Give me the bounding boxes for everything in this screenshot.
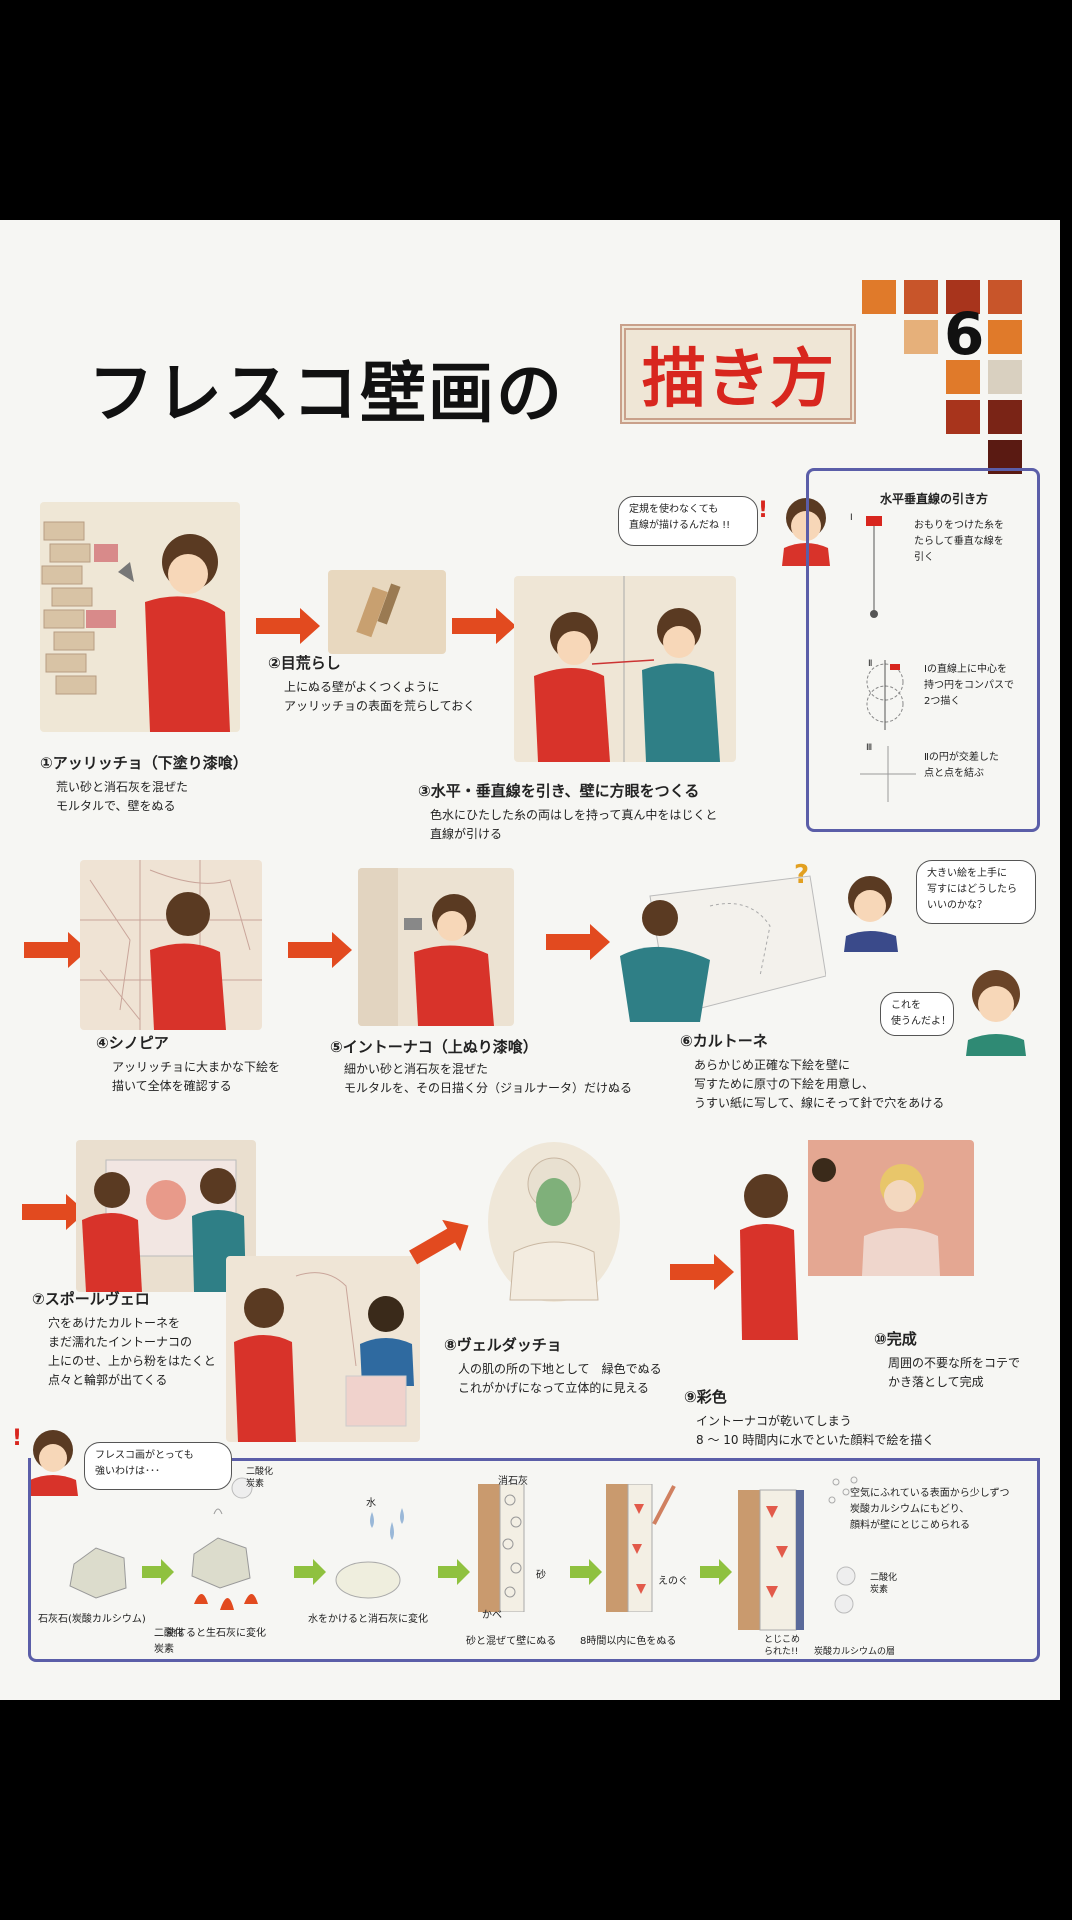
chem-co2-label-2: 二酸化 炭素 xyxy=(870,1573,898,1595)
chem-co2-label: 二酸化 炭素 xyxy=(246,1467,274,1489)
speech-bubble-strong: フレスコ画がとっても 強いわけは･･･ xyxy=(84,1442,232,1490)
wall-sand-icon xyxy=(478,1484,525,1612)
step7-text: 穴をあけたカルトーネを まだ濡れたイントーナコの 上にのせ、上から粉をはたくと … xyxy=(48,1316,216,1387)
numeral-iii: Ⅲ xyxy=(866,743,873,753)
step1-label: ①アッリッチョ（下塗り漆喰） xyxy=(40,754,248,772)
arrow-2-3 xyxy=(452,608,516,644)
chemistry-panel-top-border xyxy=(232,1458,1040,1461)
step6-text: あらかじめ正確な下絵を壁に 写すために原寸の下絵を用意し、 うすい紙に写して、線… xyxy=(694,1058,945,1110)
girl-explaining-icon xyxy=(28,1430,78,1496)
chem-sand-label: 砂 xyxy=(536,1570,546,1581)
compass-circles-icon xyxy=(866,660,904,730)
heated-lime-icon xyxy=(191,1477,258,1610)
step3-illustration xyxy=(514,576,736,762)
step5-text: 細かい砂と消石灰を混ぜた モルタルを、その日描く分（ジョルナータ）だけぬる xyxy=(344,1062,633,1095)
chem-arrow-2 xyxy=(294,1559,326,1585)
chem-water-text: 水をかけると消石灰に変化 xyxy=(308,1614,428,1625)
side-step-iii: Ⅱの円が交差した 点と点を結ぶ xyxy=(924,752,999,779)
chem-pigment-label: えのぐ xyxy=(658,1576,688,1587)
question-mark-icon: ? xyxy=(794,860,810,890)
carbonate-layer-icon xyxy=(738,1476,858,1631)
step7-label: ⑦スポールヴェロ xyxy=(32,1290,150,1308)
arrow-1-2 xyxy=(256,608,320,644)
step7-illustration-a xyxy=(76,1140,256,1292)
numeral-ii: Ⅱ xyxy=(868,659,873,669)
step8-label: ⑧ヴェルダッチョ xyxy=(444,1336,562,1354)
chem-arrow-4 xyxy=(570,1559,602,1585)
step1-text: 荒い砂と消石灰を混ぜた モルタルで、壁をぬる xyxy=(56,780,189,813)
chem-arrow-3 xyxy=(438,1559,470,1585)
side-panel-lines xyxy=(806,468,1040,832)
side-panel-title: 水平垂直線の引き方 xyxy=(880,492,989,506)
fresco-poster: フレスコ壁画の 描き方 6 ①アッリッチョ（下塗り漆喰） 荒い砂と消石灰を混ぜた xyxy=(0,220,1060,1700)
step10-label: ⑩完成 xyxy=(874,1330,917,1348)
step4-illustration xyxy=(80,860,262,1030)
chem-water-label: 水 xyxy=(366,1498,376,1509)
chem-wall-label: かべ xyxy=(482,1610,502,1621)
pigment-wall-icon xyxy=(606,1484,676,1612)
chem-mix-label: 砂と混ぜて壁にぬる xyxy=(466,1636,557,1647)
step7-illustration-b xyxy=(226,1256,420,1442)
numeral-i: Ⅰ xyxy=(850,513,853,523)
slaked-lime-icon xyxy=(335,1508,404,1599)
step2-label: ②目荒らし xyxy=(268,654,341,672)
arrow-into-step7 xyxy=(22,1194,86,1230)
girl-wondering-icon xyxy=(844,876,898,952)
step2-illustration xyxy=(328,570,446,654)
cross-lines-icon xyxy=(860,746,916,802)
chem-co2-label-1: 二酸化 炭素 xyxy=(154,1628,184,1655)
chem-air-text: 空気にふれている表面から少しずつ 炭酸カルシウムにもどり、 顔料が壁にとじこめら… xyxy=(850,1488,1010,1531)
chem-limestone-label: 石灰石(炭酸カルシウム) xyxy=(38,1614,146,1625)
step8-illustration xyxy=(488,1142,620,1302)
step1-illustration xyxy=(40,502,240,732)
title-highlight-box: 描き方 xyxy=(620,324,856,424)
poster-title: フレスコ壁画の xyxy=(88,355,564,432)
chem-arrow-5 xyxy=(700,1559,732,1585)
plumb-line-icon xyxy=(866,516,882,618)
arrow-5-6 xyxy=(546,924,610,960)
exclamation-icon: ! xyxy=(758,498,769,523)
step3-label: ③水平・垂直線を引き、壁に方眼をつくる xyxy=(418,782,700,800)
step5-label: ⑤イントーナコ（上ぬり漆喰） xyxy=(330,1038,538,1056)
step6-illustration xyxy=(620,875,826,1022)
chem-arrow-1 xyxy=(142,1559,174,1585)
step4-text: アッリッチョに大まかな下絵を 描いて全体を確認する xyxy=(112,1060,281,1093)
chem-slaked-lime-label: 消石灰 xyxy=(498,1476,528,1487)
arrow-4-5 xyxy=(288,932,352,968)
title-highlight-text: 描き方 xyxy=(642,343,834,417)
step2-text: 上にぬる壁がよくつくように アッリッチョの表面を荒らしておく xyxy=(284,680,476,713)
step3-text: 色水にひたした糸の両はしを持って真ん中をはじくと 直線が引ける xyxy=(430,808,718,841)
side-step-i: おもりをつけた糸を たらして垂直な線を 引く xyxy=(914,520,1004,563)
chem-trapped-label: とじこめ られた!! xyxy=(764,1635,801,1657)
side-step-ii: Ⅰの直線上に中心を 持つ円をコンパスで 2つ描く xyxy=(924,664,1014,707)
chemistry-panel xyxy=(28,1458,1040,1662)
arrow-8-9 xyxy=(670,1254,734,1290)
chem-heated-label: 熱すると生石灰に変化 xyxy=(166,1628,266,1639)
step4-label: ④シノピア xyxy=(96,1034,169,1052)
step9-illustration xyxy=(740,1140,974,1340)
step10-text: 周囲の不要な所をコテで かき落として完成 xyxy=(888,1356,1021,1389)
arrow-into-step4 xyxy=(24,932,88,968)
limestone-icon xyxy=(69,1547,127,1599)
speech-bubble-ruler: 定規を使わなくても 直線が描けるんだね !! xyxy=(618,496,758,546)
speech-bubble-big-picture: 大きい絵を上手に 写すにはどうしたら いいのかな？ xyxy=(916,860,1036,924)
chem-paint-label: 8時間以内に色をぬる xyxy=(580,1636,677,1647)
exclamation-icon-bottom: ! xyxy=(12,1426,23,1451)
step8-text: 人の肌の所の下地として 緑色でぬる これがかげになって立体的に見える xyxy=(458,1362,662,1395)
page-number: 6 xyxy=(944,300,985,368)
boy-smiling-icon xyxy=(966,970,1026,1056)
step6-label: ⑥カルトーネ xyxy=(680,1032,768,1050)
arrow-7-8 xyxy=(409,1227,457,1265)
step5-illustration xyxy=(358,868,514,1026)
speech-bubble-use-this: これを 使うんだよ！ xyxy=(880,992,954,1036)
step9-text: イントーナコが乾いてしまう 8 ～ 10 時間内に水でといた顔料で絵を描く xyxy=(696,1414,935,1447)
chem-layer-label: 炭酸カルシウムの層 xyxy=(814,1647,896,1657)
step9-label: ⑨彩色 xyxy=(684,1388,727,1406)
